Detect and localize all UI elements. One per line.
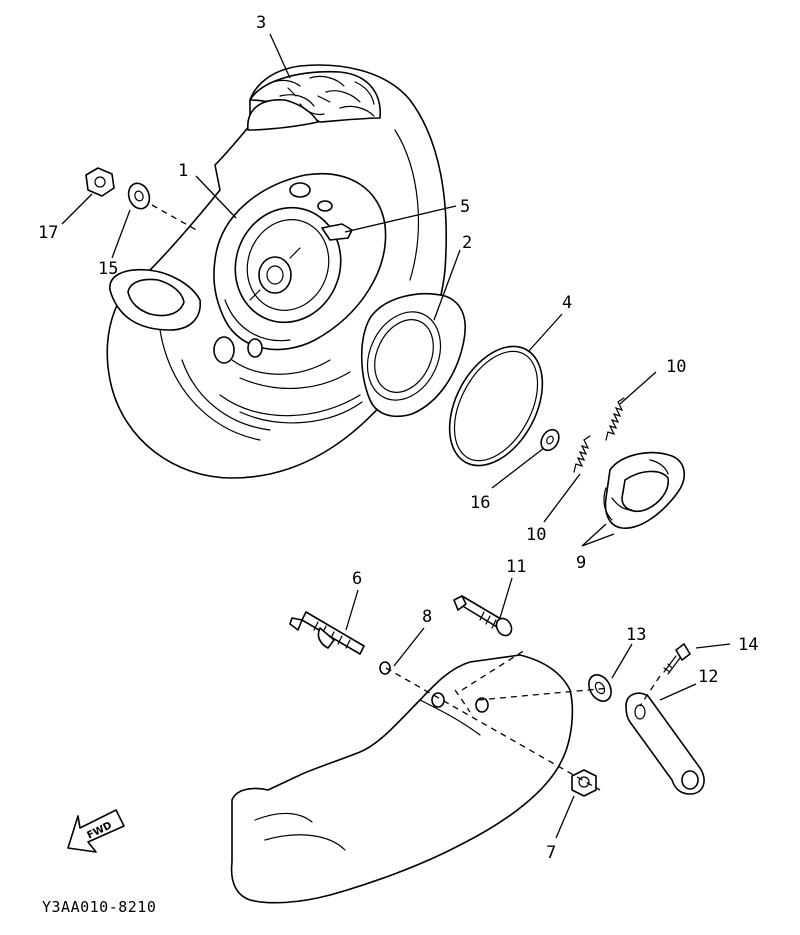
callout-3: 3 (256, 13, 266, 33)
callout-14: 14 (738, 635, 758, 655)
forward-direction-arrow: FWD (67, 809, 125, 853)
bolt-11 (453, 595, 513, 637)
callout-6: 6 (352, 569, 362, 589)
assembly-guide-lines (151, 204, 661, 791)
brake-shoe-set (603, 451, 685, 529)
o-ring-8 (379, 661, 391, 675)
callout-13: 13 (626, 625, 646, 645)
washer-15 (127, 182, 151, 210)
callout-10-lower: 10 (526, 525, 546, 545)
nut-7 (571, 769, 597, 797)
callout-7: 7 (546, 843, 556, 863)
camshaft-lever (625, 692, 705, 795)
wheel-tire-assembly (106, 64, 448, 479)
spring-upper (605, 397, 625, 441)
washer-13 (588, 674, 612, 702)
callout-12: 12 (698, 667, 718, 687)
callout-8: 8 (422, 607, 432, 627)
o-ring (448, 345, 544, 467)
callout-2: 2 (462, 233, 472, 253)
callout-11: 11 (506, 557, 526, 577)
washer-16 (540, 428, 560, 452)
drawing-code: Y3AA010-8210 (42, 898, 156, 916)
callout-leaders (61, 33, 731, 839)
callout-numbers: 1 2 3 4 5 6 7 8 9 10 10 11 12 13 14 15 1… (38, 13, 758, 863)
callout-9: 9 (576, 553, 586, 573)
callout-1: 1 (178, 161, 188, 181)
spring-lower (573, 435, 591, 473)
crankcase-outline (230, 654, 574, 904)
shaft-6 (289, 611, 365, 655)
callout-16: 16 (470, 493, 490, 513)
callout-15: 15 (98, 259, 118, 279)
callout-17: 17 (38, 223, 58, 243)
bolt-14 (663, 643, 691, 675)
brake-drum (360, 293, 466, 418)
nut-17 (85, 167, 115, 197)
callout-4: 4 (562, 293, 572, 313)
callout-10-upper: 10 (666, 357, 686, 377)
callout-5: 5 (460, 197, 470, 217)
